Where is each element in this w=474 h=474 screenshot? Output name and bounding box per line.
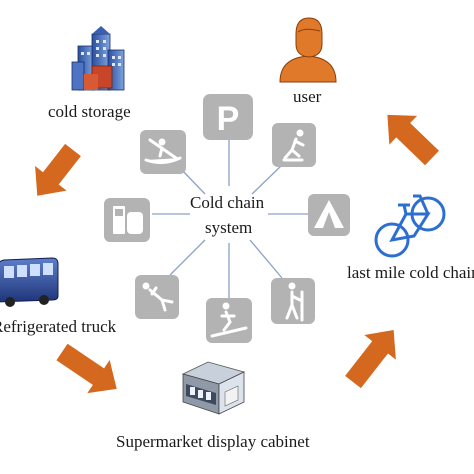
label-user: user [293, 87, 322, 106]
user-icon [279, 17, 337, 83]
scuba-diving-icon [135, 275, 179, 319]
snowboarding-icon [206, 298, 252, 343]
arrow-truck-to-supermarket [56, 343, 117, 394]
bicycle-icon [374, 194, 446, 258]
center-title-line2: system [205, 218, 253, 237]
fuel-station-icon [104, 198, 150, 242]
spoke-scuba [169, 239, 206, 276]
arrow-storage-to-truck [35, 143, 81, 196]
spoke-kayak [179, 167, 206, 195]
spoke-hiking [251, 164, 283, 195]
hiking-icon [272, 123, 316, 167]
label-supermarket: Supermarket display cabinet [116, 432, 310, 451]
truck-icon [0, 257, 59, 307]
supermarket-icon [181, 361, 246, 415]
arrow-supermarket-to-lastmile [345, 329, 396, 389]
trekking-icon [271, 278, 315, 324]
label-last-mile: last mile cold chain [347, 263, 474, 282]
kayaking-icon [140, 130, 186, 174]
parking-icon: P [203, 94, 253, 140]
spoke-trekking [249, 239, 283, 279]
spokes [152, 140, 308, 298]
arrow-lastmile-to-user [387, 114, 439, 166]
label-cold-storage: cold storage [48, 102, 131, 121]
camping-icon [308, 194, 350, 236]
cold-storage-icon [71, 26, 125, 91]
label-truck: Refrigerated truck [0, 317, 117, 336]
svg-text:P: P [217, 100, 240, 138]
center-title-line1: Cold chain [190, 193, 265, 212]
